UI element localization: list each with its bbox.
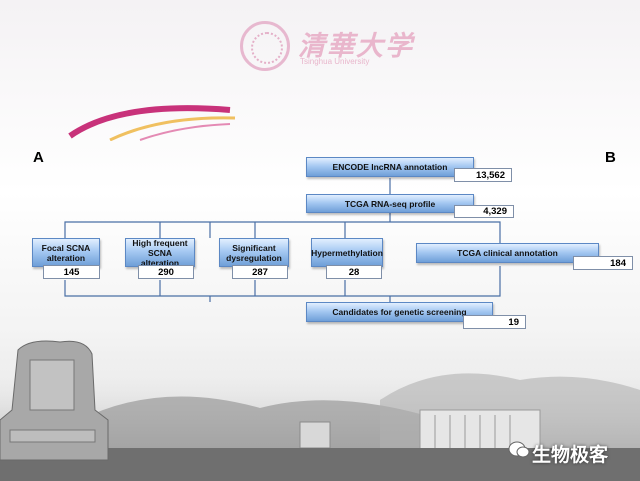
university-name-cn: 清華大学	[298, 31, 414, 62]
tcga-clinical-label: TCGA clinical annotation	[457, 248, 558, 258]
tcga-rnaseq-label: TCGA RNA-seq profile	[344, 198, 436, 209]
candidates-box: Candidates for genetic screening	[306, 302, 493, 322]
focal-scna-label-1: Focal SCNA	[41, 242, 91, 253]
panel-label-b: B	[605, 149, 616, 166]
high-frequent-scna-label-1: High frequent	[132, 237, 188, 248]
encode-count: 13,562	[454, 168, 512, 182]
high-frequent-scna-box: High frequent SCNA alteration	[125, 237, 195, 268]
decorative-swoosh	[68, 105, 236, 141]
candidates-count: 19	[463, 315, 526, 329]
significant-dysregulation-label-2: dysregulation	[226, 252, 282, 263]
tcga-rnaseq-box: TCGA RNA-seq profile	[306, 194, 474, 213]
focal-scna-box: Focal SCNA alteration	[32, 238, 100, 267]
encode-annotation-box: ENCODE lncRNA annotation	[306, 157, 474, 177]
hypermethylation-label: Hypermethylation	[311, 247, 383, 258]
significant-dysregulation-count: 287	[232, 265, 288, 279]
high-frequent-scna-label-2: SCNA alteration	[140, 247, 180, 268]
hypermethylation-count: 28	[326, 265, 382, 279]
focal-scna-count: 145	[43, 265, 100, 279]
tcga-clinical-box: TCGA clinical annotation	[416, 243, 599, 263]
high-frequent-scna-count: 290	[138, 265, 194, 279]
focal-scna-label-2: alteration	[46, 252, 86, 263]
watermark-text: 生物极客	[532, 444, 609, 466]
candidates-label: Candidates for genetic screening	[332, 307, 467, 317]
panel-label-a: A	[33, 149, 44, 166]
wechat-icon	[508, 441, 530, 458]
hypermethylation-box: Hypermethylation	[311, 238, 383, 267]
university-seal-logo	[240, 21, 290, 71]
significant-dysregulation-label-1: Significant	[232, 242, 276, 253]
encode-annotation-label: ENCODE lncRNA annotation	[332, 162, 448, 172]
significant-dysregulation-box: Significant dysregulation	[219, 238, 289, 267]
tcga-rnaseq-count: 4,329	[454, 205, 514, 218]
university-name-en: Tsinghua University	[300, 57, 370, 66]
tcga-clinical-count: 184	[573, 256, 633, 270]
campus-scenery-image	[0, 340, 640, 481]
